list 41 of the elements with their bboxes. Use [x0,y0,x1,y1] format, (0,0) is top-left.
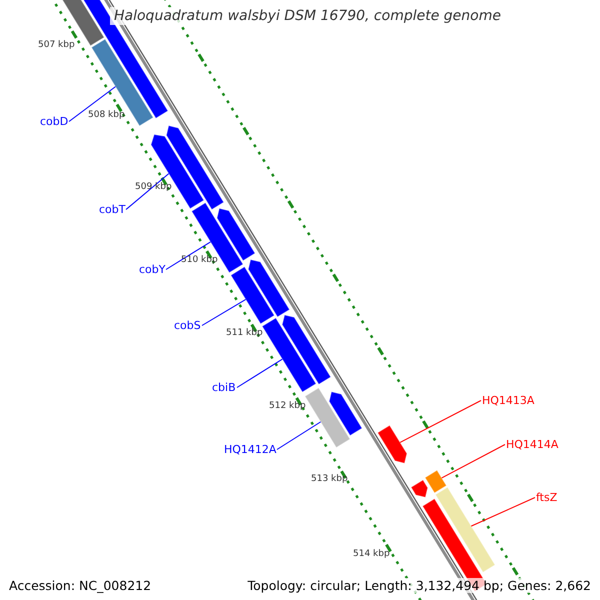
gene-label: cobT [99,203,126,216]
gene-bar [304,387,351,448]
gene-bar [328,391,363,436]
leader-line [126,173,170,210]
scale-label: 512 kbp [269,401,306,411]
leader-line [276,421,322,450]
gene-bar [282,314,332,385]
leader-line [400,400,482,443]
gene-label: HQ1412A [224,443,276,456]
gene-bar [424,470,448,494]
gene-bar [230,266,275,324]
gene-bar [377,424,408,464]
gene-bar [90,38,154,127]
gene-label: cobD [40,115,68,128]
gene-label: ftsZ [536,491,558,504]
leader-line [236,358,283,388]
leader-line [470,497,536,527]
gene-label: cbiB [212,381,236,394]
gene-label: HQ1414A [506,438,558,451]
footer-text: Accession: NC_008212 [8,578,152,593]
scale-label: 509 kbp [135,182,172,192]
gene-bar [410,479,428,498]
gene-label: HQ1413A [482,394,534,407]
gene-bar [216,208,256,262]
gene-bar [434,486,496,573]
scale-label: 507 kbp [38,40,75,50]
leader-line [202,298,246,326]
gene-bar [262,317,317,393]
gene-label: cobS [174,319,201,332]
leader-line [441,444,506,478]
footer-text: Topology: circular; Length: 3,132,494 bp; Genes: 2,662 [246,578,592,593]
gene-label: cobY [139,263,166,276]
scale-label: 508 kbp [88,110,125,120]
scale-label: 514 kbp [353,549,390,559]
scale-label: 511 kbp [226,328,263,338]
leader-line [166,241,211,270]
scale-label: 510 kbp [181,255,218,265]
gene-bar [150,134,204,210]
scale-label: 513 kbp [311,474,348,484]
gene-bar [248,259,290,318]
leader-line [68,86,116,122]
